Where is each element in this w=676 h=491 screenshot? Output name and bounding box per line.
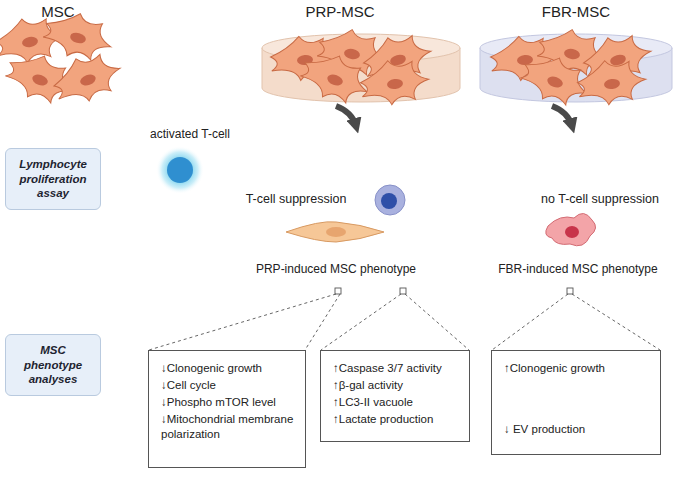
section-label: Lymphocyte proliferation assay xyxy=(5,148,101,210)
column-header: PRP-MSC xyxy=(305,3,374,20)
process-arrow xyxy=(552,106,572,126)
box-text: MSC phenotype analyses xyxy=(12,343,94,388)
t-cell-nucleus xyxy=(381,193,397,209)
result-box: ↑Clonogenic growth ↓ EV production xyxy=(491,350,661,455)
result-label: T-cell suppression xyxy=(246,192,347,206)
result-box: ↑Caspase 3/7 activity ↑β-gal activity ↑LC3… xyxy=(320,350,470,442)
activated-t-cell xyxy=(156,146,204,194)
result-box: ↓Clonogenic growth ↓Cell cycle ↓Phospho mT… xyxy=(148,350,306,468)
cell-nucleus xyxy=(326,227,346,237)
phenotype-label: FBR-induced MSC phenotype xyxy=(498,262,657,276)
column-header: FBR-MSC xyxy=(542,3,610,20)
t-cell-nucleus xyxy=(167,157,193,183)
box-text: Lymphocyte proliferation assay xyxy=(12,157,94,202)
box-text: ↑Lactate production xyxy=(333,412,459,427)
suppressed-t-cell xyxy=(375,185,405,215)
msc-cells xyxy=(0,6,127,110)
box-text: ↑Clonogenic growth xyxy=(504,361,650,376)
leader-lines xyxy=(149,288,660,350)
process-arrow xyxy=(336,106,356,126)
box-text: ↑Caspase 3/7 activity xyxy=(333,361,459,376)
prp-cell xyxy=(286,222,384,242)
box-text: ↓Cell cycle xyxy=(161,378,295,393)
box-text: ↑β-gal activity xyxy=(333,378,459,393)
fbr-dish xyxy=(480,24,672,112)
section-label: MSC phenotype analyses xyxy=(5,334,101,396)
cell-label: activated T-cell xyxy=(150,127,230,141)
prp-dish xyxy=(262,24,460,110)
box-text: ↓Clonogenic growth xyxy=(161,361,295,376)
phenotype-label: PRP-induced MSC phenotype xyxy=(256,262,416,276)
box-text: ↓ EV production xyxy=(504,422,650,437)
box-text: ↓Phospho mTOR level xyxy=(161,395,295,410)
fbr-cell xyxy=(546,213,596,245)
result-label: no T-cell suppression xyxy=(541,192,659,206)
box-text: ↓Mitochondrial membrane polarization xyxy=(161,412,295,442)
box-text: ↑LC3-II vacuole xyxy=(333,395,459,410)
column-header: MSC xyxy=(41,3,74,20)
cell-nucleus xyxy=(565,226,579,238)
